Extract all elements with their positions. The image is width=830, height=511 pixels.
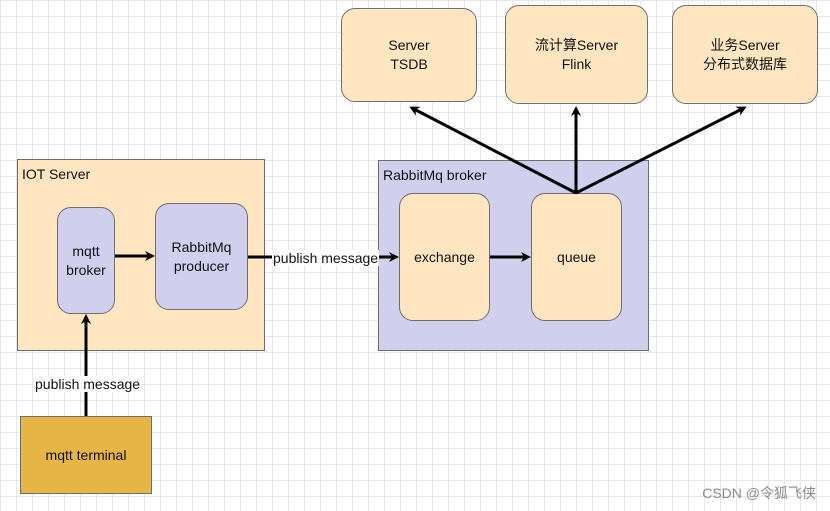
edge-queue-to-tsdb (409, 106, 577, 195)
mqtt-terminal-node[interactable]: mqtt terminal (20, 416, 152, 494)
server-tsdb-line1: Server (388, 37, 430, 53)
mqtt-terminal-label: mqtt terminal (45, 446, 127, 463)
csdn-watermark: CSDN @令狐飞侠 (702, 485, 816, 501)
iot-server-title: IOT Server (22, 166, 91, 182)
queue-node[interactable]: queue (531, 193, 622, 321)
edge-queue-to-business (575, 106, 747, 195)
mqtt-broker-label: mqtt broker (66, 242, 106, 280)
server-flink-label: 流计算Server Flink (535, 36, 618, 74)
rabbitmq-producer-line1: RabbitMq (171, 238, 232, 255)
server-tsdb-line2: TSDB (390, 56, 428, 72)
edge-label-terminal-to-broker: publish message (34, 376, 142, 392)
server-tsdb-node[interactable]: Server TSDB (341, 8, 477, 102)
server-tsdb-label: Server TSDB (388, 36, 429, 74)
rabbitmq-producer-label: RabbitMq producer (172, 238, 232, 276)
server-flink-line1: 流计算Server (534, 36, 619, 53)
queue-label: queue (557, 248, 596, 265)
rabbitmq-producer-node[interactable]: RabbitMq producer (155, 203, 248, 310)
server-business-line2: 分布式数据库 (703, 55, 787, 72)
exchange-node[interactable]: exchange (399, 193, 490, 321)
server-business-label: 业务Server 分布式数据库 (703, 36, 787, 74)
rabbitmq-producer-line2: producer (173, 257, 230, 274)
server-flink-line2: Flink (561, 55, 592, 72)
mqtt-broker-line1: mqtt (72, 242, 100, 259)
mqtt-broker-node[interactable]: mqtt broker (57, 207, 115, 314)
exchange-label: exchange (414, 248, 475, 265)
mqtt-broker-line2: broker (66, 261, 106, 278)
server-business-line1: 业务Server (710, 36, 780, 53)
edge-label-producer-to-exchange: publish message (272, 250, 380, 266)
server-flink-node[interactable]: 流计算Server Flink (505, 5, 648, 104)
server-business-node[interactable]: 业务Server 分布式数据库 (672, 5, 818, 104)
rabbitmq-broker-title: RabbitMq broker (383, 167, 487, 183)
